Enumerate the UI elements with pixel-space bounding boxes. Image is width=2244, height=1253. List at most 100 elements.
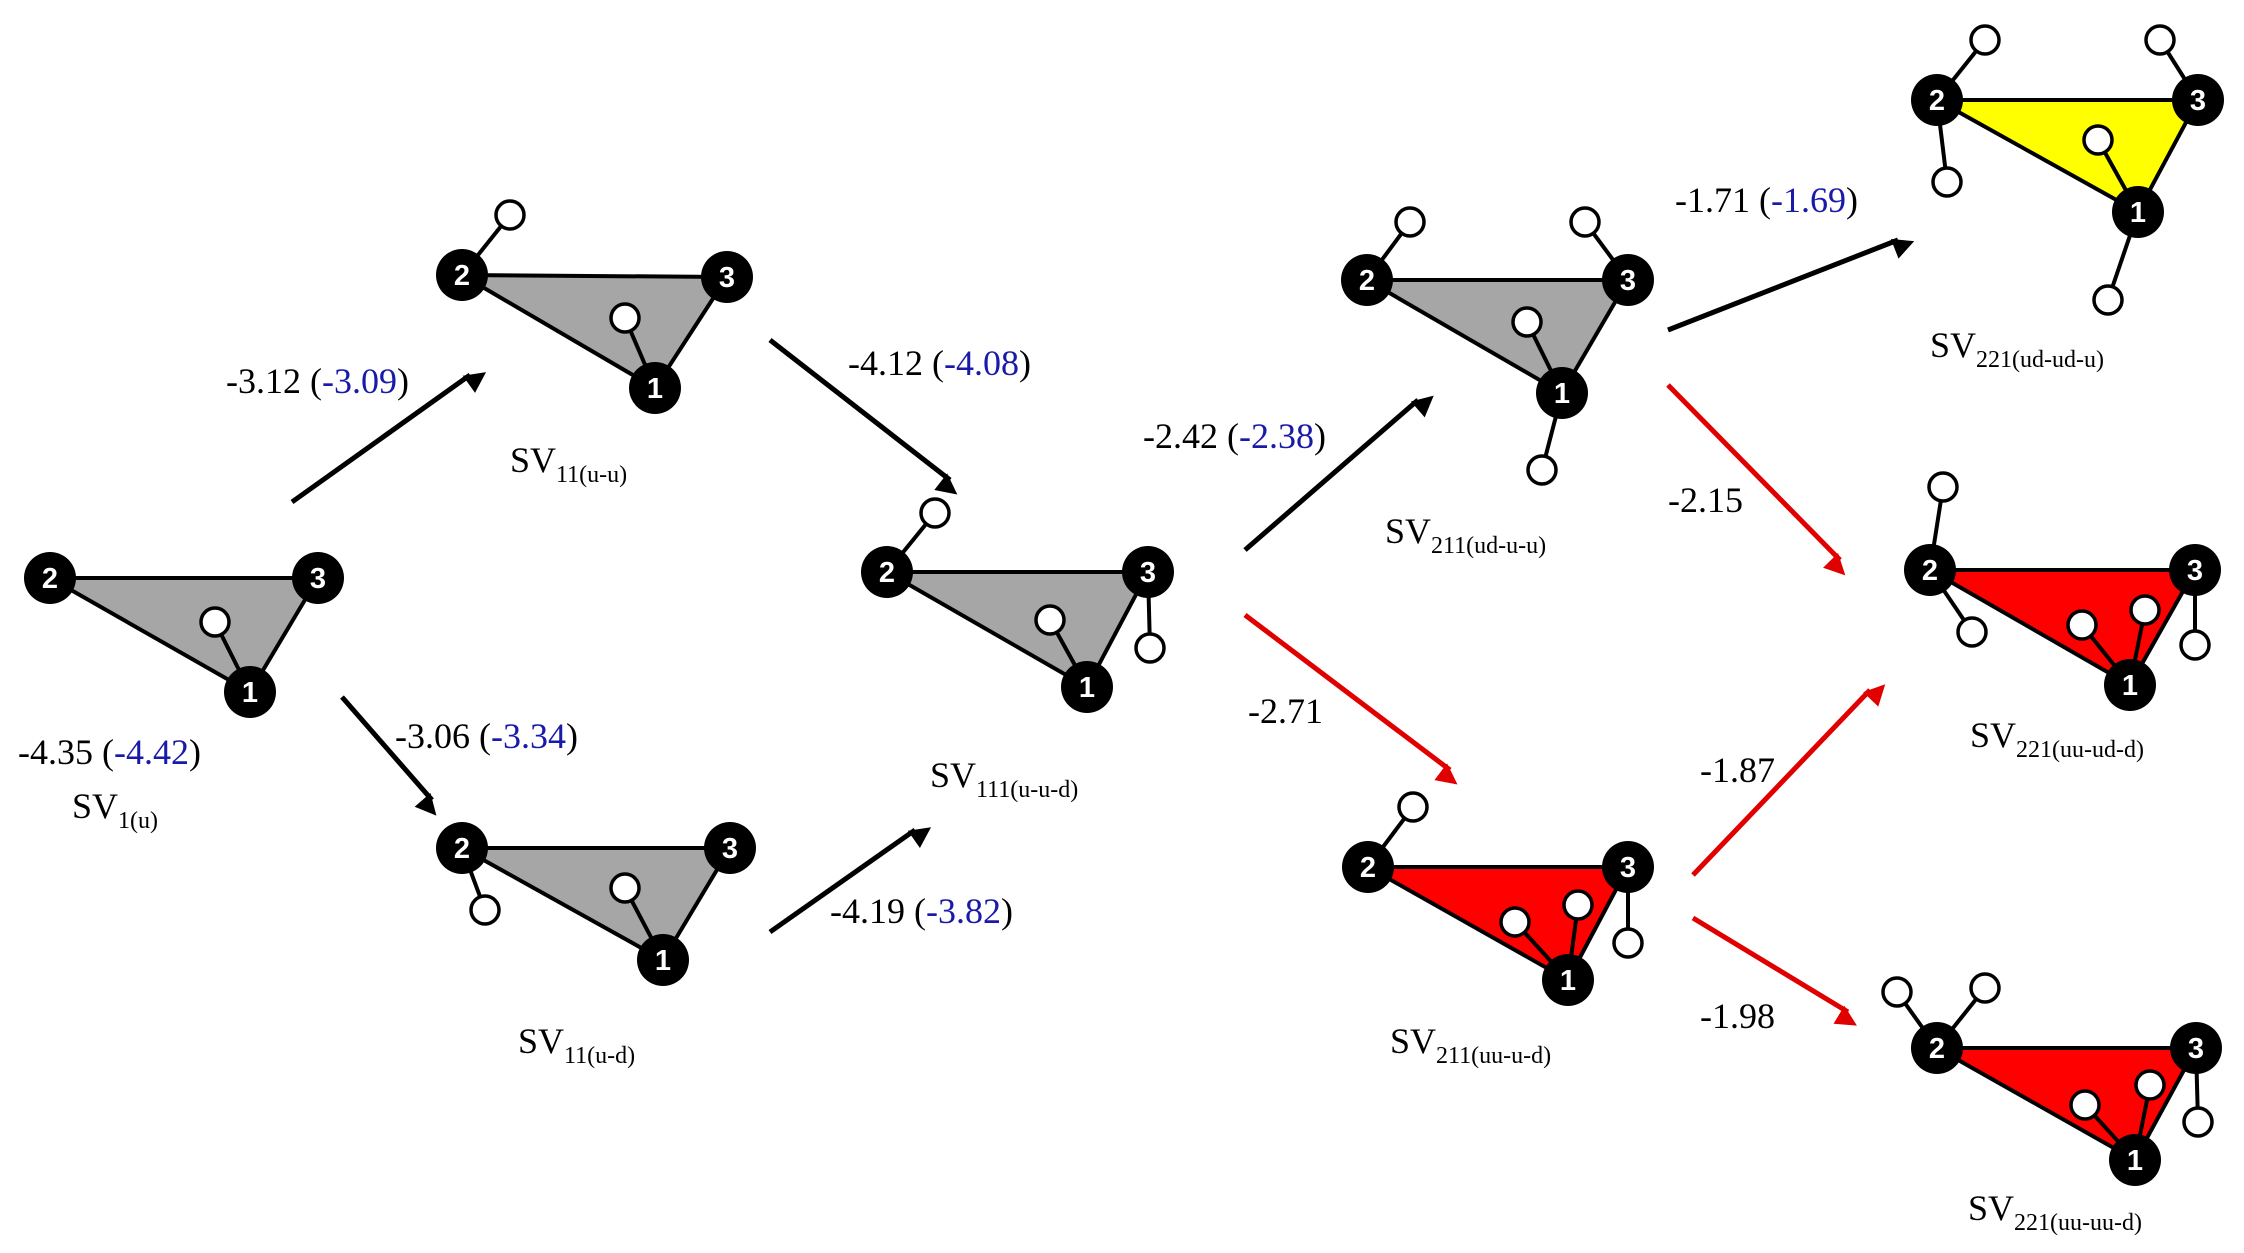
vacancy-atom-1	[224, 666, 276, 718]
atom-number-label: 2	[1922, 555, 1938, 587]
atom-number-label: 3	[719, 262, 735, 294]
atom-number-label: 1	[1560, 965, 1576, 997]
arrow-sv11u-to-sv111	[768, 338, 958, 495]
hydrogen-atom	[2092, 284, 2124, 316]
atom-number-label: 1	[2130, 197, 2146, 229]
atom-number-label: 1	[242, 677, 258, 709]
hydrogen-atom	[1927, 471, 1959, 503]
hydrogen-atom	[2134, 1069, 2166, 1101]
atom-number-label: 3	[1140, 557, 1156, 589]
vacancy-atom-3	[1122, 546, 1174, 598]
hydrogen-atom	[2066, 609, 2098, 641]
hydrogen-atom	[1134, 632, 1166, 664]
hydrogen-atom	[1526, 454, 1558, 486]
energy-sv11d-to-sv111: -4.19 (-3.82)	[830, 891, 1013, 931]
vacancy-atom-2	[436, 249, 488, 301]
hydrogen-atom	[1511, 306, 1543, 338]
hydrogen-atom	[2182, 1106, 2214, 1138]
hydrogen-atom	[919, 497, 951, 529]
hydrogen-atom	[609, 302, 641, 334]
arrow-sv211a-to-sv221a	[1667, 237, 1915, 333]
hydrogen-atom	[1881, 976, 1913, 1008]
vacancy-atom-3	[1602, 841, 1654, 893]
energy-sv211b-to-sv221b: -1.87	[1700, 750, 1775, 790]
vacancy-atom-3	[2170, 1022, 2222, 1074]
hydrogen-atom	[1397, 791, 1429, 823]
vacancy-atom-1	[1542, 954, 1594, 1006]
vacancy-atom-2	[436, 822, 488, 874]
hydrogen-atom	[1969, 972, 2001, 1004]
arrow-sv111-to-sv211b	[1243, 613, 1458, 785]
hydrogen-atom	[1034, 604, 1066, 636]
hydrogen-atom	[1499, 906, 1531, 938]
molecule-sv1: 1 2 3	[24, 552, 344, 718]
atom-number-label: 2	[454, 833, 470, 865]
label-sv221c: SV221(uu-uu-d)	[1968, 1188, 2142, 1236]
energy-sv111-to-sv211b: -2.71	[1248, 691, 1323, 731]
label-sv111: SV111(u-u-d)	[930, 755, 1078, 803]
arrow-sv11d-to-sv111	[768, 827, 932, 935]
atom-number-label: 2	[879, 557, 895, 589]
vacancy-atom-2	[1904, 544, 1956, 596]
arrow-sv1-to-sv11d	[340, 695, 437, 816]
atom-number-label: 3	[2190, 85, 2206, 117]
atom-number-label: 1	[1079, 672, 1095, 704]
energy-sv211a-to-sv221a: -1.71 (-1.69)	[1675, 180, 1858, 220]
molecule-sv11d: 1 2 3	[436, 822, 756, 986]
molecule-sv111: 1 2 3	[861, 497, 1174, 713]
energy-sv11u-to-sv111: -4.12 (-4.08)	[848, 343, 1031, 383]
vacancy-atom-2	[24, 552, 76, 604]
hydrogen-atom	[1569, 206, 1601, 238]
vacancy-atom-3	[1602, 254, 1654, 306]
atom-number-label: 1	[2122, 670, 2138, 702]
arrows	[290, 237, 1915, 1026]
vacancy-atom-3	[701, 251, 753, 303]
atom-number-label: 1	[1554, 378, 1570, 410]
triangle-face	[460, 273, 729, 390]
atom-number-label: 1	[2127, 1145, 2143, 1177]
atom-number-label: 2	[1929, 85, 1945, 117]
hydrogen-atom	[494, 199, 526, 231]
vacancy-atom-3	[704, 822, 756, 874]
vacancy-atom-1	[1536, 367, 1588, 419]
atom-number-label: 3	[2187, 555, 2203, 587]
triangle-face	[885, 570, 1150, 689]
atom-number-label: 2	[42, 563, 58, 595]
energy-sv211a-to-sv221b: -2.15	[1668, 480, 1743, 520]
atom-number-label: 1	[655, 945, 671, 977]
triangle-face	[1365, 278, 1630, 395]
triangle-face	[1935, 98, 2200, 214]
energy-sv111-to-sv211a: -2.42 (-2.38)	[1143, 416, 1326, 456]
arrow-sv211b-to-sv221c	[1691, 915, 1857, 1026]
vacancy-atom-2	[1911, 74, 1963, 126]
energy-sv1-to-sv11d: -3.06 (-3.34)	[395, 716, 578, 756]
label-sv11d: SV11(u-d)	[518, 1021, 635, 1069]
vacancy-atom-1	[637, 934, 689, 986]
arrow-sv211b-to-sv221b	[1691, 684, 1886, 877]
atom-number-label: 3	[2188, 1033, 2204, 1065]
atom-number-label: 3	[1620, 265, 1636, 297]
label-sv221a: SV221(ud-ud-u)	[1930, 325, 2104, 373]
hydrogen-atom	[1394, 206, 1426, 238]
hydrogen-atom	[609, 872, 641, 904]
hydrogen-atom	[1969, 24, 2001, 56]
label-sv211a: SV211(ud-u-u)	[1385, 511, 1546, 559]
atom-number-label: 3	[310, 563, 326, 595]
molecule-sv221b: 1 2 3	[1904, 471, 2221, 711]
vacancy-atom-1	[2104, 659, 2156, 711]
hydrogen-atom	[2069, 1089, 2101, 1121]
vacancy-atom-1	[629, 362, 681, 414]
arrow-sv211a-to-sv221b	[1666, 383, 1846, 576]
hydrogen-atom	[1612, 927, 1644, 959]
vacancy-atom-3	[2169, 544, 2221, 596]
atom-number-label: 3	[722, 833, 738, 865]
hydrogen-atom	[1931, 166, 1963, 198]
triangle-face	[1928, 568, 2197, 687]
vacancy-atom-1	[2109, 1134, 2161, 1186]
vacancy-atom-2	[1341, 254, 1393, 306]
energy-sv1: -4.35 (-4.42)	[18, 732, 201, 772]
